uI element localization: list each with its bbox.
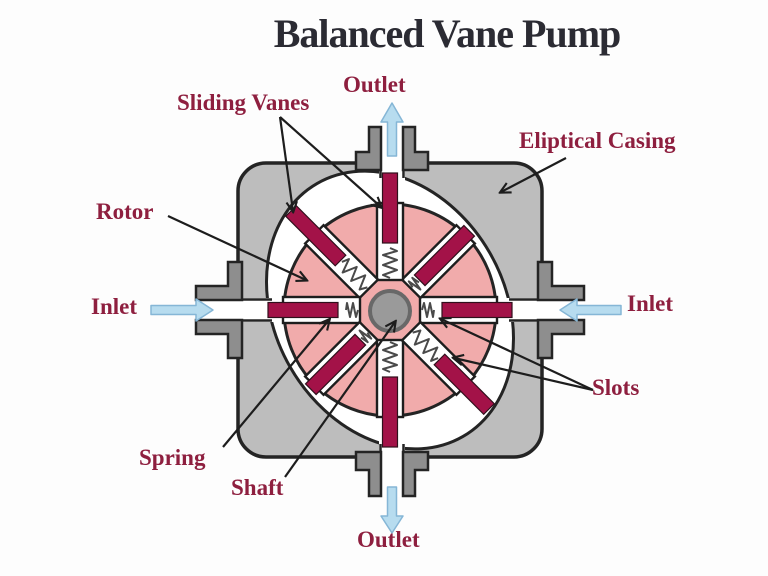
flange-bottom-right (401, 450, 430, 498)
spring (421, 302, 435, 318)
slots-leader-line-2 (454, 358, 594, 392)
spring (345, 302, 359, 318)
shaft-body (368, 289, 412, 333)
flow-arrows (150, 102, 622, 534)
spring (382, 341, 398, 373)
spring (382, 247, 398, 279)
vane-assembly-southeast (400, 320, 496, 416)
label-sliding-vanes: Sliding Vanes (177, 90, 310, 115)
sliding-vane (381, 172, 399, 244)
vane-assembly-north (375, 172, 405, 282)
sliding-vanes-leader-line-1 (278, 116, 293, 211)
sliding-vane (267, 301, 339, 319)
label-inlet-right: Inlet (627, 291, 673, 316)
flange-top-right (401, 125, 430, 172)
label-spring: Spring (139, 445, 206, 470)
flange-left-bottom (194, 318, 244, 360)
spring (358, 329, 373, 344)
inlet-port-right (536, 260, 586, 360)
sliding-vane (304, 333, 367, 396)
inlet-flow-arrow-left (150, 298, 214, 322)
spring (412, 329, 439, 362)
flange-bottom-left (354, 450, 383, 498)
shaft-leader-line (284, 322, 395, 478)
vane-assembly-southwest (303, 320, 380, 397)
spring (341, 258, 368, 291)
slots-leader-line-1 (441, 319, 594, 391)
diagram-title: Balanced Vane Pump (273, 11, 622, 56)
vane-assembly-northeast (400, 223, 477, 300)
vane-assembly-east (418, 295, 513, 325)
flange-right-top (536, 260, 586, 302)
flange-top-left (354, 125, 383, 172)
vane-assembly-south (375, 338, 405, 448)
label-inlet-left: Inlet (91, 294, 137, 319)
inlet-port-left (194, 260, 244, 360)
inlet-flow-arrow-right (559, 298, 622, 322)
label-slots: Slots (592, 375, 640, 400)
label-outlet-top: Outlet (343, 72, 406, 97)
sliding-vane (381, 376, 399, 448)
label-eliptical-casing: Eliptical Casing (519, 128, 676, 153)
vane-assembly-west (267, 295, 362, 325)
label-outlet-bottom: Outlet (357, 527, 420, 552)
spring-leader-line (222, 320, 329, 448)
label-rotor: Rotor (96, 199, 154, 224)
flange-right-bottom (536, 318, 586, 360)
outlet-port-top (354, 125, 430, 172)
flange-left-top (194, 260, 244, 302)
sliding-vane (413, 224, 476, 287)
outlet-flow-arrow-top (380, 102, 404, 157)
outlet-flow-arrow-bottom (380, 486, 404, 534)
sliding-vane (433, 353, 496, 416)
label-shaft: Shaft (231, 475, 284, 500)
rotor-leader-line (167, 215, 306, 280)
sliding-vanes-leader-line-2 (279, 116, 381, 207)
eliptical-casing-leader-line (501, 157, 567, 192)
vane-assembly-northwest (284, 204, 380, 300)
sliding-vane (441, 301, 513, 319)
spring (407, 276, 422, 291)
annotation-lines (167, 116, 594, 478)
outlet-port-bottom (354, 450, 430, 498)
